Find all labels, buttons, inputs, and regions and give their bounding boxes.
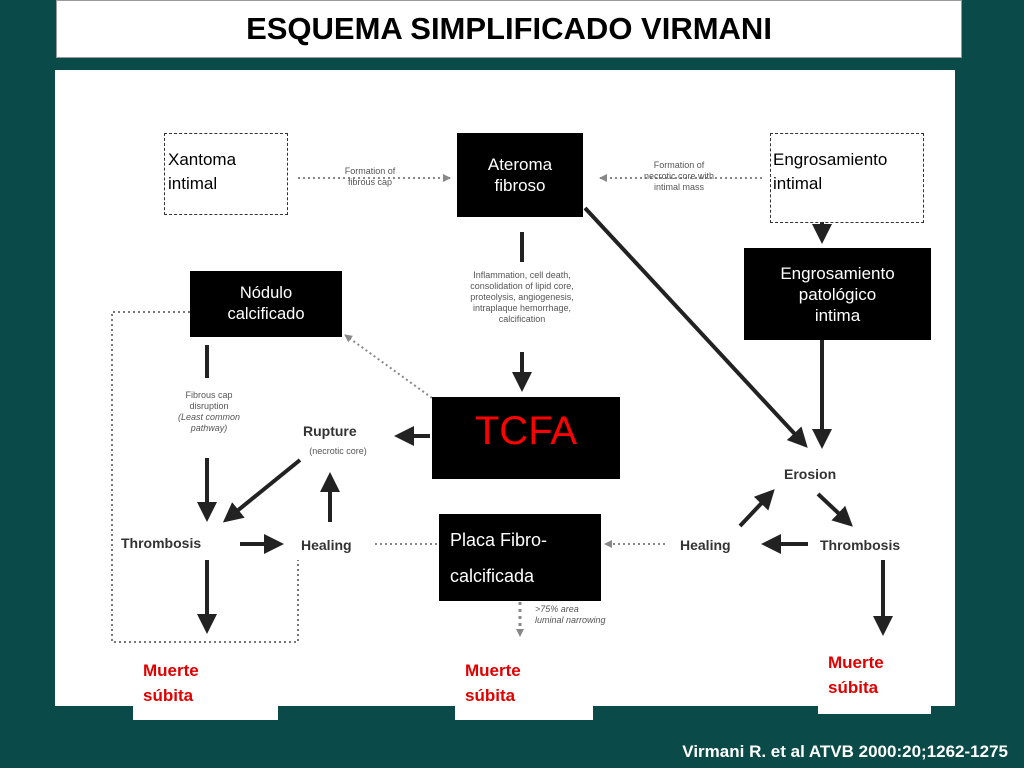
engrosamiento-intimal-line-1: Engrosamiento: [773, 150, 888, 169]
ateroma-line-2: fibroso: [494, 176, 546, 195]
label-fibrous-cap-disruption: Fibrous cap disruption (Least common pat…: [177, 390, 241, 433]
outcome-muerte-subita-left: Muerte súbita: [133, 658, 278, 720]
nodulo-line-2: calcificado: [227, 305, 305, 323]
label-luminal-narrowing: >75% area luminal narrowing: [535, 604, 606, 625]
node-xantoma-intimal: Xantoma intimal: [164, 133, 288, 215]
arrow-ateroma-erosion: [583, 206, 808, 448]
node-nodulo-calcificado: Nódulo calcificado: [190, 271, 342, 337]
patologico-line-1: Engrosamiento: [780, 263, 895, 283]
citation: Virmani R. et al ATVB 2000:20;1262-1275: [682, 742, 1008, 761]
node-ateroma-fibroso: Ateroma fibroso: [457, 133, 583, 217]
label-formation-necrotic-core: Formation of necrotic core with intimal …: [643, 160, 715, 192]
label-healing-right: Healing: [680, 537, 731, 553]
label-thrombosis-left: Thrombosis: [121, 535, 202, 551]
outcome-muerte-subita-center: Muerte súbita: [455, 658, 593, 720]
node-engrosamiento-patologico: Engrosamiento patológico intima: [744, 248, 931, 340]
outcome-muerte-subita-right: Muerte súbita: [818, 650, 931, 714]
label-formation-fibrous-cap: Formation of fibrous cap: [344, 166, 396, 187]
placa-line-1: Placa Fibro-: [450, 529, 548, 550]
node-engrosamiento-intimal: Engrosamiento intimal: [770, 133, 924, 223]
xantoma-line-1: Xantoma: [168, 150, 237, 169]
arrow-healingright-erosion: [738, 489, 775, 528]
node-placa-fibrocalcificada: Placa Fibro- calcificada: [439, 514, 601, 601]
arrow-tcfa-nodulo: [344, 334, 433, 399]
label-inflammation: Inflammation, cell death, consolidation …: [470, 270, 574, 324]
arrow-erosion-thrombosis: [816, 492, 853, 527]
ateroma-line-1: Ateroma: [487, 155, 553, 174]
arrow-rupture-thrombosis: [222, 458, 302, 523]
loop-left: [111, 311, 299, 643]
label-rupture: Rupture: [303, 423, 357, 439]
label-erosion: Erosion: [784, 466, 837, 482]
placa-line-2: calcificada: [450, 565, 535, 586]
patologico-line-2: patológico: [798, 284, 877, 304]
title-bar: ESQUEMA SIMPLIFICADO VIRMANI: [56, 0, 962, 58]
engrosamiento-intimal-line-2: intimal: [773, 174, 823, 193]
node-tcfa: TCFA: [432, 397, 620, 479]
xantoma-line-2: intimal: [168, 174, 218, 193]
label-healing-left: Healing: [301, 537, 352, 553]
slide-title: ESQUEMA SIMPLIFICADO VIRMANI: [246, 11, 772, 46]
patologico-line-3: intima: [814, 305, 861, 325]
nodulo-line-1: Nódulo: [239, 284, 293, 302]
label-thrombosis-right: Thrombosis: [820, 537, 901, 553]
label-necrotic-core: (necrotic core): [309, 446, 367, 456]
tcfa-label: TCFA: [474, 409, 578, 453]
